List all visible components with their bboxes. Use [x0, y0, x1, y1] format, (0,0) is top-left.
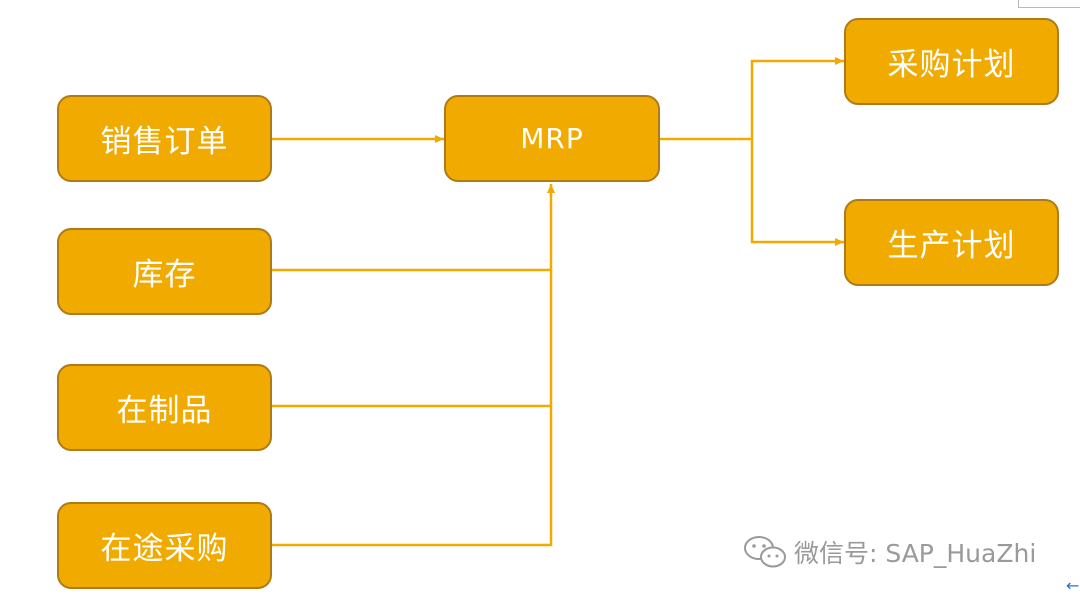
connector-in-transit-to-mrp [272, 184, 555, 547]
node-in-transit-purchase: 在途采购 [57, 502, 272, 589]
connector-to-purchase-plan [750, 57, 844, 139]
corner-frame [1018, 0, 1080, 8]
node-inventory: 库存 [57, 228, 272, 315]
node-sales-order: 销售订单 [57, 95, 272, 182]
wechat-icon [744, 536, 786, 568]
arrow-left-icon: ← [1066, 576, 1080, 595]
connector-to-production-plan [750, 139, 844, 246]
node-purchase-plan: 采购计划 [844, 18, 1059, 105]
node-wip: 在制品 [57, 364, 272, 451]
node-mrp: MRP [444, 95, 660, 182]
watermark-text: 微信号: SAP_HuaZhi [794, 539, 1037, 568]
watermark: 微信号: SAP_HuaZhi [742, 534, 1036, 570]
node-production-plan: 生产计划 [844, 199, 1059, 286]
